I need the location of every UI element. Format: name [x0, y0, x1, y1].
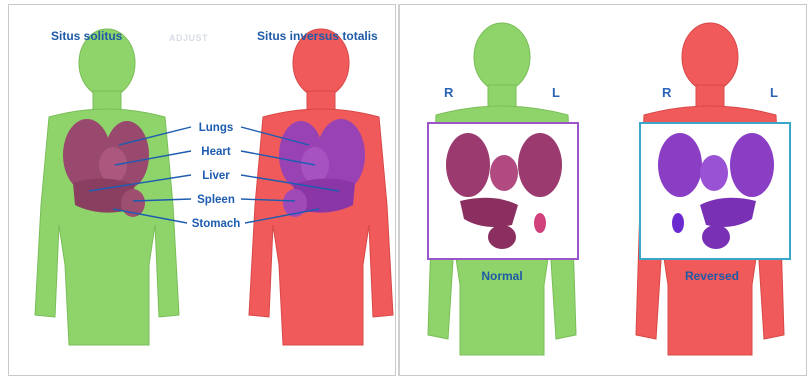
label-liver: Liver — [202, 170, 230, 182]
right-side-letter-normal: R — [444, 85, 453, 100]
left-side-letter-normal: L — [552, 85, 560, 100]
normal-vs-reversed-illustration — [400, 5, 806, 375]
title-situs-inversus: Situs inversus totalis — [257, 29, 378, 43]
label-lungs: Lungs — [199, 122, 234, 134]
organ-labels: Lungs Heart Liver Spleen Stomach — [192, 122, 241, 230]
right-panel: R L R L Normal Reversed — [398, 4, 807, 376]
label-heart: Heart — [201, 146, 231, 158]
right-side-letter-reversed: R — [662, 85, 671, 100]
label-spleen: Spleen — [197, 194, 235, 206]
caption-reversed: Reversed — [652, 269, 772, 283]
label-stomach: Stomach — [192, 218, 241, 230]
reversed-organs — [279, 119, 365, 217]
caption-normal: Normal — [442, 269, 562, 283]
title-situs-solitus: Situs solitus — [51, 29, 122, 43]
normal-organs — [63, 119, 149, 217]
left-side-letter-reversed: L — [770, 85, 778, 100]
faint-watermark-text: ADJUST — [169, 33, 208, 43]
situs-comparison-illustration: Lungs Heart Liver Spleen Stomach — [9, 5, 395, 375]
left-panel: Lungs Heart Liver Spleen Stomach Situs s… — [8, 4, 396, 376]
